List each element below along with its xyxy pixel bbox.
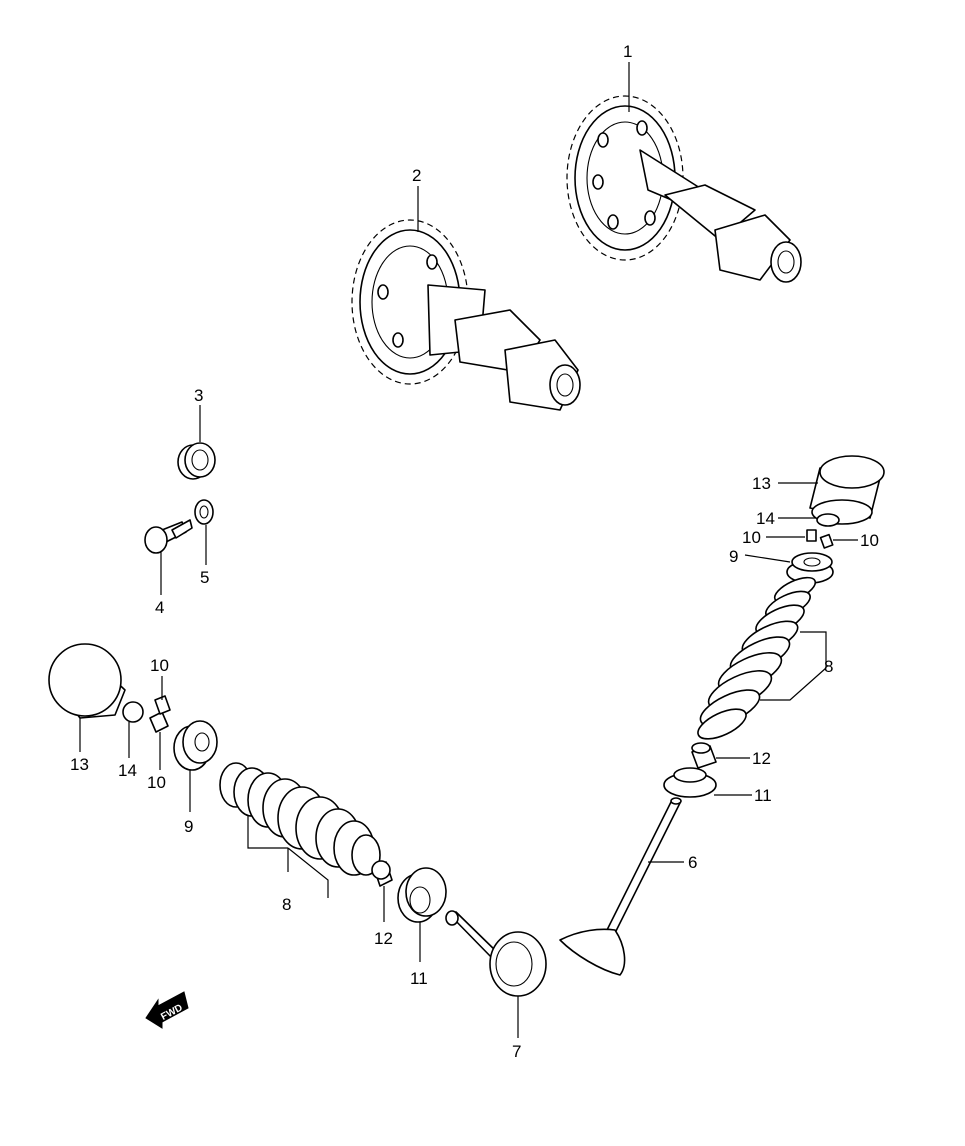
callout-10-left-b: 10 — [147, 773, 166, 792]
valve-7 — [445, 910, 547, 997]
callout-8-left: 8 — [282, 895, 291, 914]
callout-13-left: 13 — [70, 755, 89, 774]
valve-6 — [559, 797, 682, 976]
cotters-10-left — [149, 695, 171, 733]
callout-4: 4 — [155, 598, 164, 617]
left-down-arrow-icon — [145, 991, 189, 1029]
callout-2: 2 — [412, 166, 421, 185]
stem-seal-12-left — [371, 860, 393, 887]
callout-10-right-a: 10 — [742, 528, 761, 547]
spring-seat-11-left — [397, 867, 447, 923]
callout-7: 7 — [512, 1042, 521, 1061]
callout-13-right: 13 — [752, 474, 771, 493]
callout-6: 6 — [688, 853, 697, 872]
callout-8-right: 8 — [824, 657, 833, 676]
camshaft-1 — [566, 95, 802, 283]
callout-9-right: 9 — [729, 547, 738, 566]
callout-11-left: 11 — [410, 969, 428, 988]
callout-5: 5 — [200, 568, 209, 587]
cotter-10-right-a — [806, 529, 817, 542]
washer-5 — [194, 499, 214, 525]
shim-14-right — [816, 513, 840, 527]
cotter-10-right-b — [819, 533, 834, 549]
callout-14-left: 14 — [118, 761, 137, 780]
valve-spring-8-right — [697, 576, 817, 740]
camshaft-2 — [351, 219, 581, 411]
callout-12-right: 12 — [752, 749, 771, 768]
retainer-9-left — [173, 720, 218, 771]
bearing-3 — [177, 442, 216, 480]
shim-14-left — [122, 701, 144, 723]
spring-seat-11-right — [663, 767, 717, 798]
callout-10-left-a: 10 — [150, 656, 169, 675]
callout-1: 1 — [623, 42, 632, 61]
callout-3: 3 — [194, 386, 203, 405]
retainer-9-right — [786, 552, 834, 584]
callout-12-left: 12 — [374, 929, 393, 948]
stem-seal-12-right — [691, 742, 717, 769]
valve-spring-8-left — [219, 762, 381, 876]
callout-9-left: 9 — [184, 817, 193, 836]
fwd-indicator: FWD — [145, 991, 189, 1029]
callout-10-right-b: 10 — [860, 531, 879, 550]
bolt-4 — [144, 519, 193, 554]
callout-14-right: 14 — [756, 509, 775, 528]
tappet-13-right — [809, 455, 885, 525]
callout-11-right: 11 — [754, 786, 772, 805]
tappet-13-left — [48, 643, 126, 719]
